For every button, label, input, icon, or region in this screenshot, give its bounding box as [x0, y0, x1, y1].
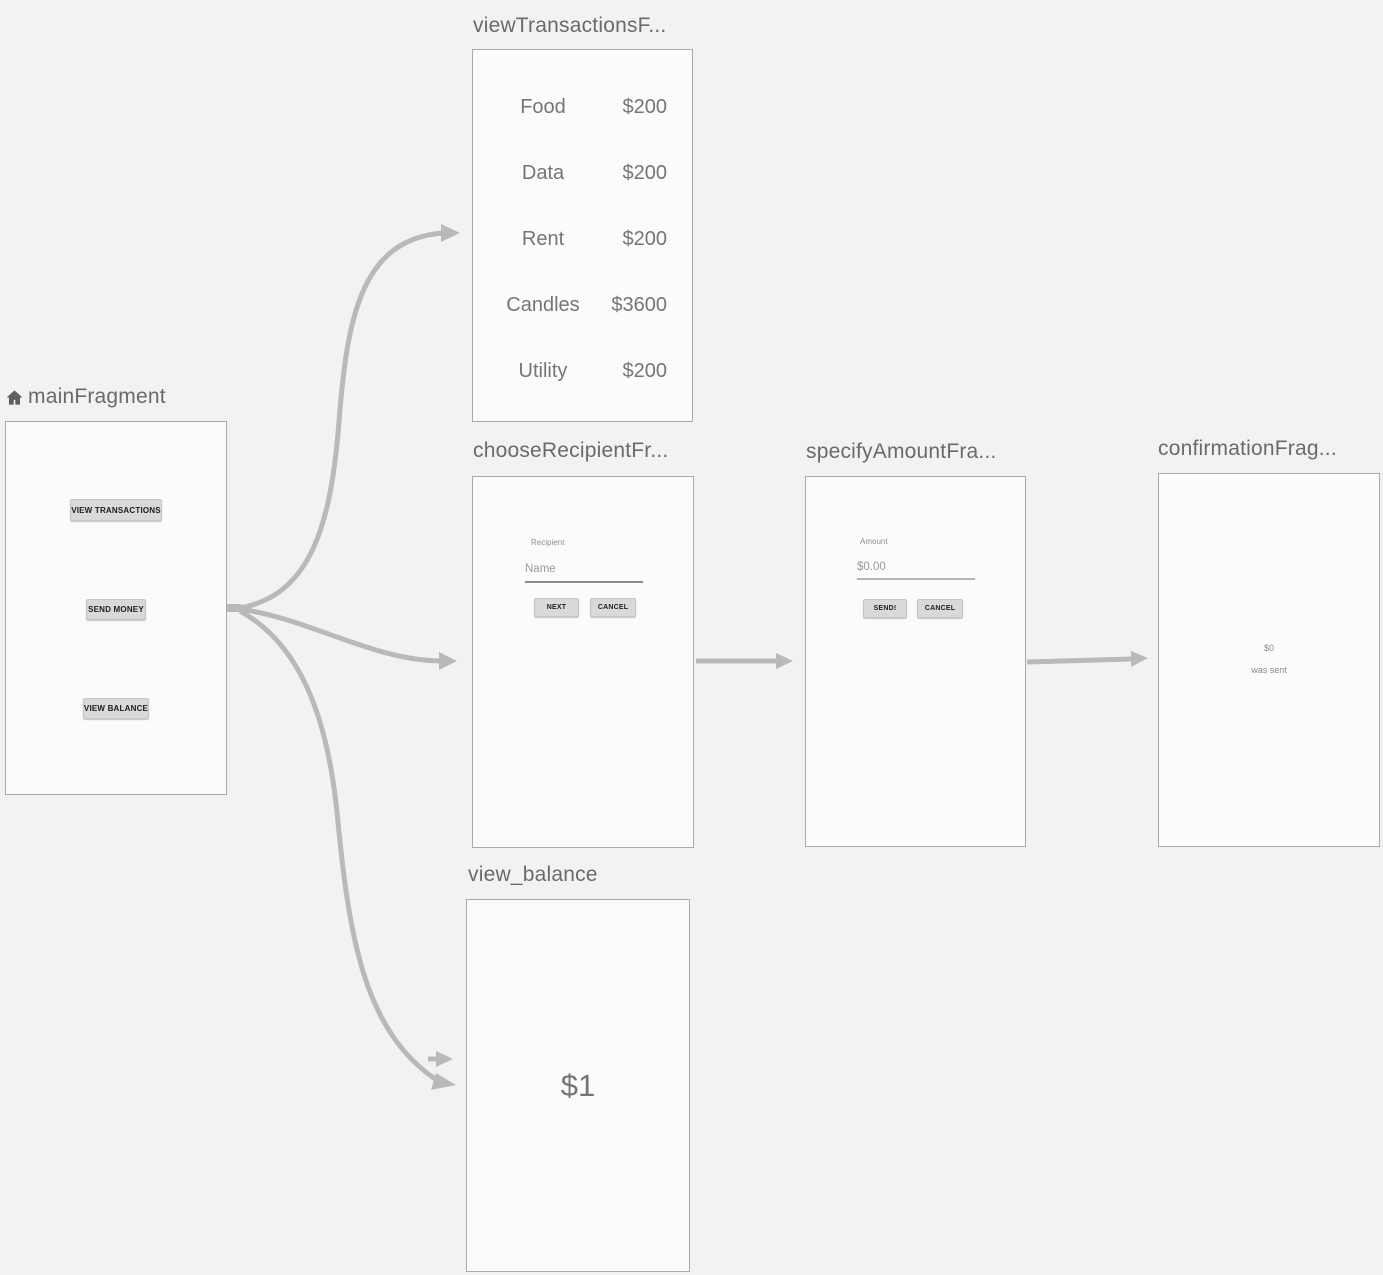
preview-view-balance-button: VIEW BALANCE	[83, 698, 149, 719]
fragment-title-confirmation: confirmationFrag...	[1158, 437, 1337, 460]
fragment-card-confirmation[interactable]: $0 was sent	[1158, 473, 1380, 847]
arrowhead-viewTransactions	[441, 224, 460, 242]
confirmation-message-text: was sent	[1251, 665, 1287, 675]
arrowhead-chooseRecipient	[439, 652, 457, 670]
recipient-input-underline	[525, 581, 643, 583]
arrowhead-specifyAmount	[776, 653, 793, 669]
fragment-card-viewTransactions[interactable]: Food $200 Data $200 Rent $200 Candles $3…	[472, 49, 693, 422]
action-specifyAmount-to-confirmation[interactable]	[1026, 656, 1133, 665]
preview-view-transactions-button: VIEW TRANSACTIONS	[70, 499, 162, 521]
preview-cancel-button: CANCEL	[917, 599, 963, 618]
preview-next-button: NEXT	[534, 598, 579, 617]
fragment-header-viewTransactions[interactable]: viewTransactionsF...	[473, 14, 666, 38]
fragment-title-chooseRecipient: chooseRecipientFr...	[473, 439, 669, 462]
fragment-header-main[interactable]: mainFragment	[5, 385, 166, 409]
amount-field-label: Amount	[860, 537, 888, 546]
confirmation-amount-text: $0	[1263, 643, 1274, 653]
preview-send-button: SEND!	[863, 599, 907, 618]
preview-send-money-button: SEND MONEY	[86, 599, 146, 620]
transaction-row: Candles $3600	[473, 272, 692, 338]
action-main-to-chooseRecipient[interactable]	[239, 606, 441, 664]
fragment-title-viewTransactions: viewTransactionsF...	[473, 14, 667, 37]
transaction-amount: $200	[622, 161, 668, 184]
fragment-card-viewBalance[interactable]: $1	[466, 899, 690, 1272]
arrowhead-viewBalance	[431, 1073, 456, 1090]
home-icon	[6, 389, 23, 405]
arrowhead-stub	[436, 1051, 453, 1067]
amount-input: $0.00	[857, 561, 886, 573]
transactions-list: Food $200 Data $200 Rent $200 Candles $3…	[473, 74, 692, 404]
transaction-amount: $200	[622, 95, 668, 118]
transaction-row: Utility $200	[473, 338, 692, 404]
fragment-header-viewBalance[interactable]: view_balance	[468, 863, 598, 887]
preview-cancel-button: CANCEL	[590, 598, 636, 617]
transaction-amount: $3600	[611, 293, 667, 316]
transaction-label: Utility	[518, 359, 568, 382]
amount-input-underline	[857, 578, 975, 580]
action-main-to-viewBalance[interactable]	[238, 608, 440, 1084]
transaction-amount: $200	[622, 359, 668, 382]
fragment-card-specifyAmount[interactable]: Amount $0.00 SEND! CANCEL	[805, 476, 1026, 847]
fragment-card-main[interactable]: VIEW TRANSACTIONS SEND MONEY VIEW BALANC…	[5, 421, 227, 795]
fragment-header-chooseRecipient[interactable]: chooseRecipientFr...	[473, 439, 668, 463]
transaction-row: Rent $200	[473, 206, 692, 272]
action-main-to-viewTransactions[interactable]	[239, 230, 444, 611]
fragment-card-chooseRecipient[interactable]: Recipient Name NEXT CANCEL	[472, 476, 694, 848]
transaction-row: Food $200	[473, 74, 692, 140]
fragment-title-viewBalance: view_balance	[468, 863, 598, 886]
recipient-field-label: Recipient	[531, 538, 565, 547]
fragment-header-specifyAmount[interactable]: specifyAmountFra...	[806, 440, 997, 464]
transaction-label: Rent	[521, 227, 565, 250]
transaction-amount: $200	[622, 227, 668, 250]
transaction-label: Food	[520, 95, 566, 118]
transaction-row: Data $200	[473, 140, 692, 206]
fragment-title-specifyAmount: specifyAmountFra...	[806, 440, 997, 463]
fragment-title-main: mainFragment	[28, 385, 166, 408]
transaction-label: Data	[521, 161, 565, 184]
arrowhead-confirmation	[1131, 651, 1148, 667]
balance-amount-text: $1	[560, 1068, 596, 1103]
recipient-name-input: Name	[525, 563, 556, 575]
transaction-label: Candles	[506, 293, 580, 316]
fragment-header-confirmation[interactable]: confirmationFrag...	[1158, 437, 1337, 461]
